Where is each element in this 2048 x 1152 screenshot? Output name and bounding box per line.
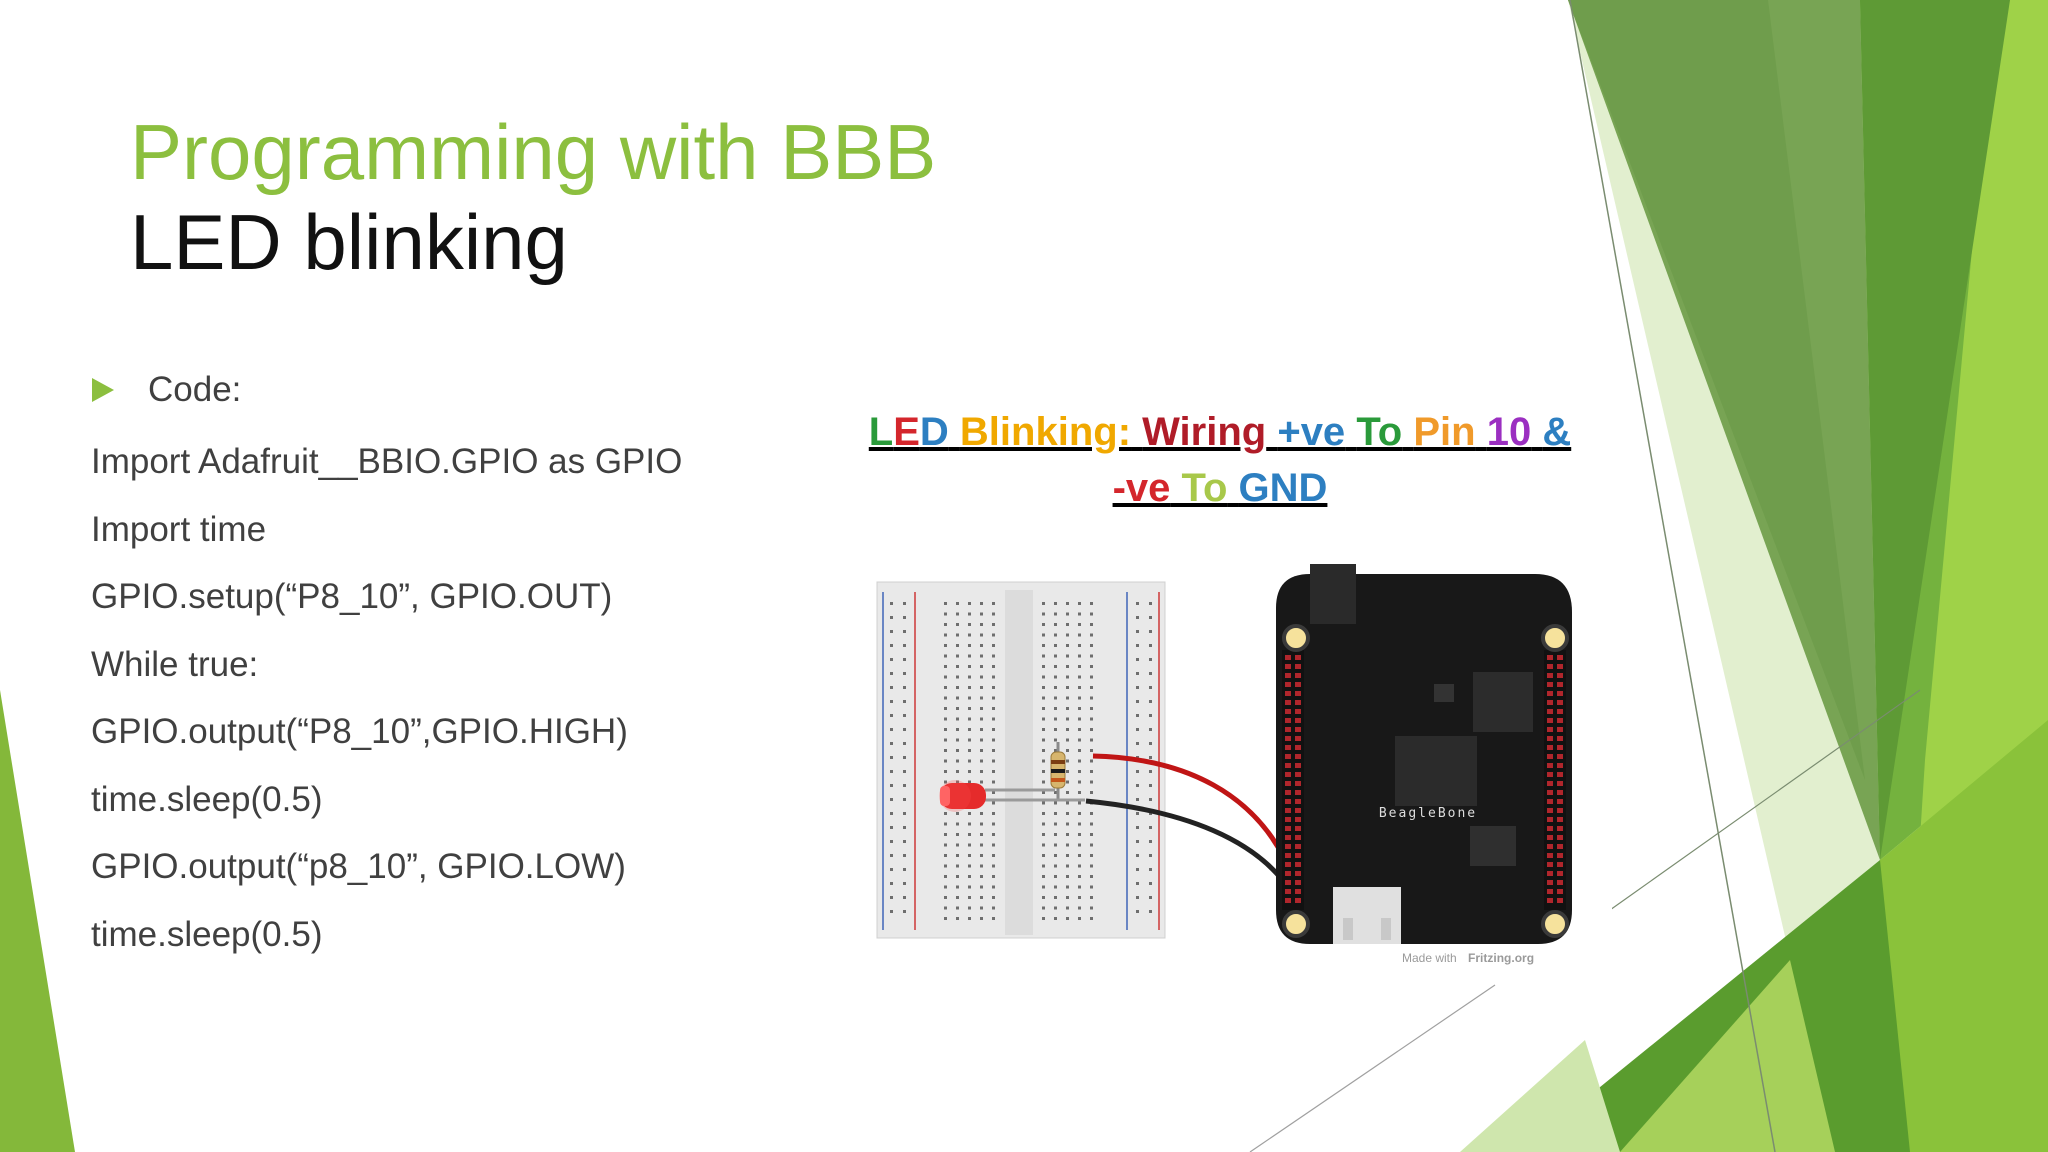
caption-space [1345, 410, 1356, 454]
caption-space [1531, 410, 1542, 454]
board-label: BeagleBone [1379, 806, 1477, 821]
caption-word: 10 [1487, 410, 1532, 454]
caption-word: E [893, 410, 920, 454]
caption-space [1266, 410, 1277, 454]
code-block: Import Adafruit__BBIO.GPIO as GPIO Impor… [91, 437, 682, 977]
code-line: time.sleep(0.5) [91, 914, 323, 954]
caption-word: & [1542, 410, 1571, 454]
slide-title: Programming with BBB [130, 108, 937, 196]
caption-word: Pin [1413, 410, 1475, 454]
caption-space [1227, 466, 1238, 510]
caption-word: Wiring [1142, 410, 1266, 454]
wiring-caption-line-2: -ve To GND [1113, 466, 1328, 510]
beaglebone-board: BeagleBone [1276, 564, 1572, 944]
caption-space [1402, 410, 1413, 454]
bullet-label: Code: [148, 370, 242, 409]
caption-word: To [1356, 410, 1402, 454]
caption-word: -ve [1113, 466, 1171, 510]
caption-word: L [869, 410, 893, 454]
code-line: Import time [91, 509, 267, 549]
caption-space [1131, 410, 1142, 454]
code-line: GPIO.setup(“P8_10”, GPIO.OUT) [91, 577, 613, 616]
caption-space [1170, 466, 1181, 510]
code-line: GPIO.output(“P8_10”,GPIO.HIGH) [91, 712, 628, 751]
caption-word: GND [1239, 466, 1328, 510]
caption-word: To [1182, 466, 1228, 510]
credit-site: Fritzing.org [1468, 951, 1534, 965]
wiring-diagram: LED Blinking: Wiring +ve To Pin 10 & -ve… [866, 394, 1612, 984]
wiring-caption-line-1: LED Blinking: Wiring +ve To Pin 10 & [869, 410, 1571, 454]
code-line: Import Adafruit__BBIO.GPIO as GPIO [91, 442, 683, 481]
slide-subtitle: LED blinking [130, 198, 568, 286]
fritzing-credit: Made with Fritzing.org [1402, 951, 1534, 965]
bullet-code: Code: [92, 370, 241, 410]
caption-word: Blinking: [960, 410, 1131, 454]
led [939, 780, 1085, 812]
caption-space [1476, 410, 1487, 454]
credit-prefix: Made with [1402, 951, 1457, 965]
code-line: While true: [91, 644, 259, 684]
resistor [1050, 742, 1066, 800]
caption-word: D [920, 410, 949, 454]
bullet-arrow-icon [92, 378, 114, 402]
caption-space [949, 410, 960, 454]
code-line: time.sleep(0.5) [91, 779, 323, 819]
breadboard [876, 581, 1166, 939]
caption-word: +ve [1277, 410, 1345, 454]
code-line: GPIO.output(“p8_10”, GPIO.LOW) [91, 847, 626, 886]
